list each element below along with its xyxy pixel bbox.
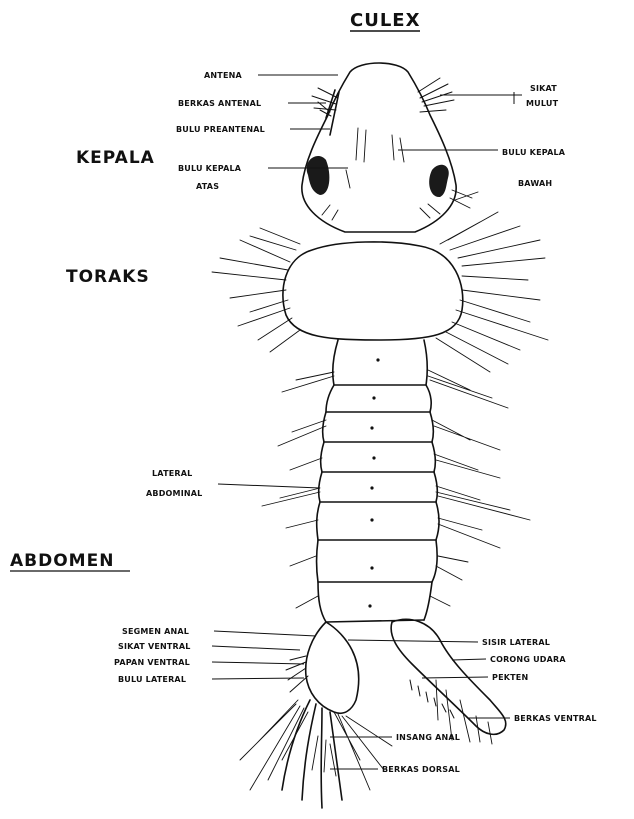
larva-terminal — [240, 619, 506, 808]
label-papan-ventral: PAPAN VENTRAL — [114, 658, 190, 667]
label-sikat-mulut-1: SIKAT — [530, 84, 557, 93]
label-berkas-antenal: BERKAS ANTENAL — [178, 99, 261, 108]
diagram-title: CULEX — [350, 10, 420, 31]
label-bulu-kepala-bawah-1: BULU KEPALA — [502, 148, 566, 157]
leader-papan-ventral — [212, 662, 304, 664]
section-label-head: KEPALA — [76, 148, 155, 168]
leader-pekten — [422, 677, 488, 678]
label-sisir-lateral: SISIR LATERAL — [482, 638, 550, 647]
larva-head — [302, 63, 478, 232]
label-insang-anal: INSANG ANAL — [396, 733, 460, 742]
label-bulu-lateral: BULU LATERAL — [118, 675, 186, 684]
eye-right — [429, 165, 449, 197]
label-berkas-dorsal: BERKAS DORSAL — [382, 765, 460, 774]
leader-sikat-ventral — [212, 646, 300, 650]
label-lateral-abdominal-1: LATERAL — [152, 469, 192, 478]
label-bulu-kepala-atas-2: ATAS — [196, 182, 219, 191]
leader-segmen-anal — [214, 631, 316, 636]
label-sikat-mulut-2: MULUT — [526, 99, 559, 108]
leader-corong-udara — [452, 659, 486, 660]
label-lateral-abdominal-2: ABDOMINAL — [146, 489, 202, 498]
leader-lateral-abdominal — [218, 484, 320, 488]
larva-abdomen — [262, 340, 530, 622]
label-segmen-anal: SEGMEN ANAL — [122, 627, 189, 636]
section-label-thorax: TORAKS — [66, 267, 150, 287]
label-antena: ANTENA — [204, 71, 243, 80]
larva-thorax — [212, 212, 548, 372]
label-bulu-preantenal: BULU PREANTENAL — [176, 125, 265, 134]
label-sikat-ventral: SIKAT VENTRAL — [118, 642, 191, 651]
label-bulu-kepala-atas-1: BULU KEPALA — [178, 164, 242, 173]
label-berkas-ventral: BERKAS VENTRAL — [514, 714, 597, 723]
label-pekten: PEKTEN — [492, 673, 528, 682]
label-corong-udara: CORONG UDARA — [490, 655, 566, 664]
eye-left — [307, 156, 330, 195]
leader-sisir-lateral — [348, 640, 478, 642]
section-label-abdomen: ABDOMEN — [10, 551, 114, 571]
label-bulu-kepala-bawah-2: BAWAH — [518, 179, 552, 188]
